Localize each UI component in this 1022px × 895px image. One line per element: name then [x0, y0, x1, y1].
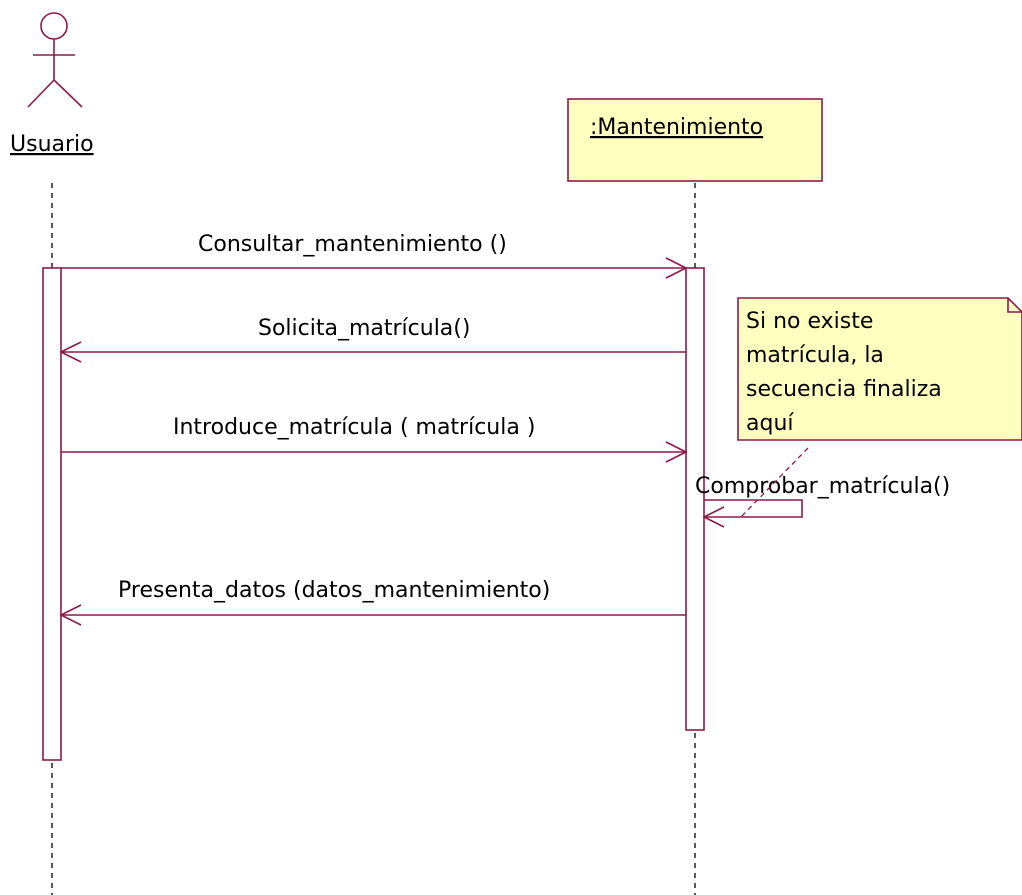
message-label-3: Introduce_matrícula ( matrícula ): [173, 415, 535, 440]
message-label-2: Solicita_matrícula(): [258, 316, 470, 341]
message-comprobar-matricula: [702, 499, 803, 528]
note-line-1: Si no existe: [746, 309, 873, 334]
object-box-mantenimiento: [567, 98, 823, 182]
note-line-4: aquí: [746, 411, 794, 436]
note-body: [737, 297, 1022, 441]
message-label-4: Comprobar_matrícula(): [695, 474, 950, 499]
message-presenta-datos: [59, 604, 686, 626]
actor-name: Usuario: [10, 132, 94, 157]
actor-left-leg: [27, 79, 55, 108]
object-name: :Mantenimiento: [590, 115, 763, 140]
actor-head: [40, 12, 68, 40]
note: Si no existe matrícula, la secuencia fin…: [737, 297, 1022, 519]
activation-usuario: [42, 267, 62, 761]
message-solicita-matricula: [59, 341, 686, 363]
actor-usuario: [27, 12, 83, 108]
note-line-3: secuencia finaliza: [746, 377, 942, 402]
message-consultar-mantenimiento: [61, 257, 688, 279]
message-label-5: Presenta_datos (datos_mantenimiento): [118, 578, 550, 603]
activation-mantenimiento: [685, 267, 705, 731]
note-corner-fold: [1007, 298, 1022, 313]
message-introduce-matricula: [61, 441, 688, 463]
note-line-2: matrícula, la: [746, 343, 884, 368]
note-anchor: [739, 447, 809, 519]
message-label-1: Consultar_mantenimiento (): [198, 232, 507, 257]
actor-right-leg: [53, 79, 83, 108]
